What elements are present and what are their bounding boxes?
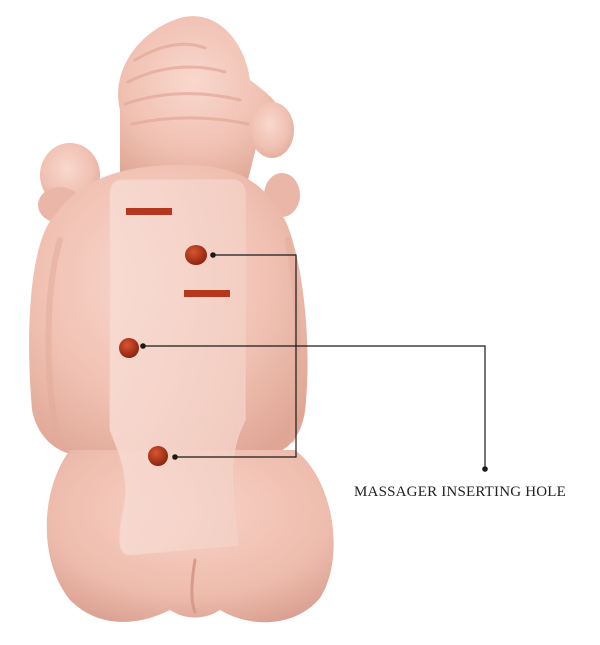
right-arm-shadow: [285, 237, 301, 443]
lower-hole: [148, 446, 168, 466]
upper-hole-dot: [210, 252, 216, 258]
label-anchor-dot: [482, 466, 488, 472]
callout-label: MASSAGER INSERTING HOLE: [354, 484, 567, 500]
upper-slot: [126, 208, 172, 215]
right-ear: [250, 102, 294, 158]
leader-lines: [143, 254, 486, 469]
middle-hole-leader: [143, 345, 486, 469]
hair-ridges: [123, 42, 250, 126]
middle-hole-dot: [140, 343, 146, 349]
middle-hole: [119, 338, 139, 358]
inner-panel: [109, 179, 246, 556]
upper-hole: [185, 245, 207, 265]
lower-slot: [184, 290, 230, 297]
upper-hole-leader: [175, 254, 297, 458]
left-arm-shadow: [45, 237, 63, 443]
product-head: [118, 16, 286, 180]
lower-hole-dot: [172, 454, 178, 460]
bottom-cleft: [190, 558, 197, 614]
